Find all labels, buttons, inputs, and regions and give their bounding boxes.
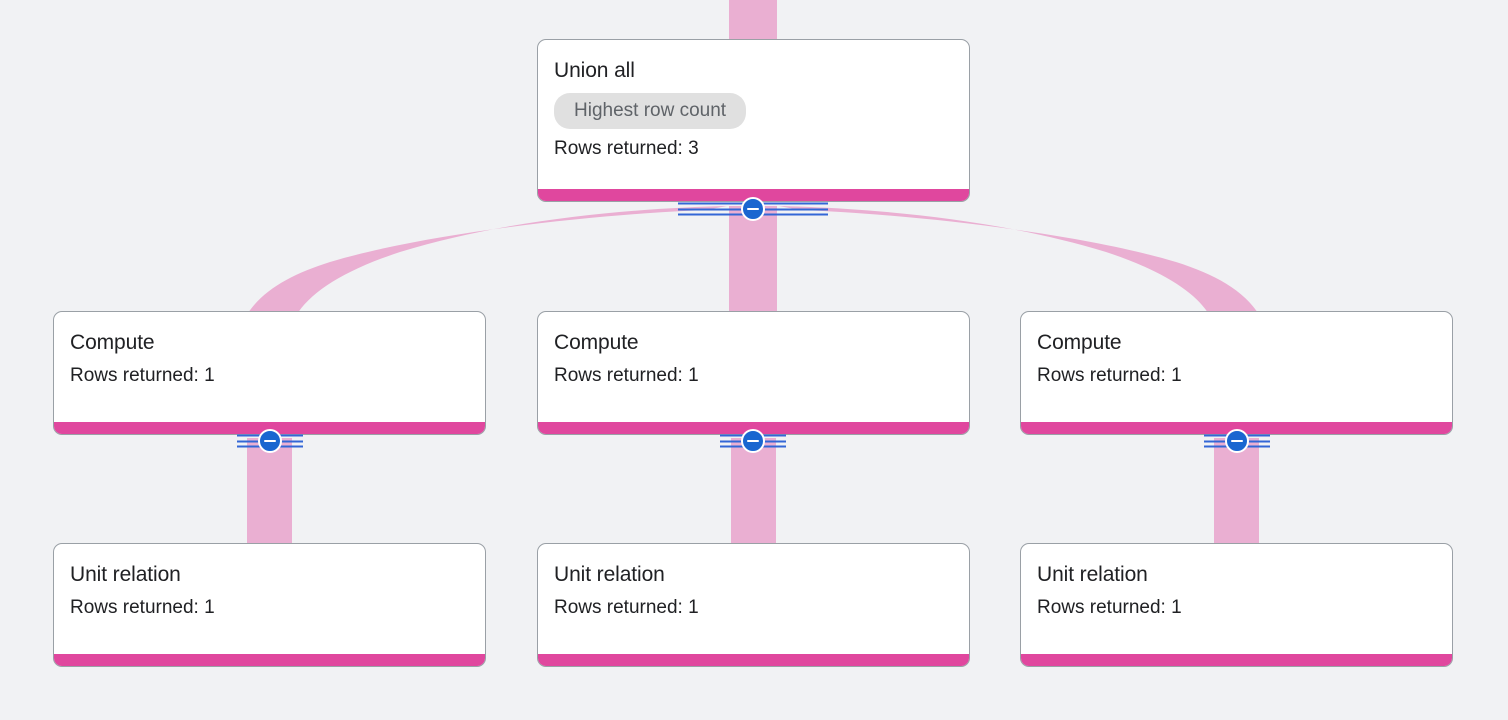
minus-circle-icon[interactable]: [1225, 429, 1249, 453]
edge-compute-center-to-unit-relation-center: [731, 438, 776, 550]
node-title: Compute: [70, 331, 155, 354]
collapse-toggle-compute-right[interactable]: [1204, 428, 1270, 454]
node-accent-bar: [1021, 654, 1452, 666]
minus-circle-icon[interactable]: [741, 429, 765, 453]
node-title: Unit relation: [70, 563, 181, 586]
node-unit-relation-left[interactable]: Unit relation Rows returned: 1: [53, 543, 486, 667]
node-accent-bar: [538, 422, 969, 434]
node-union-all[interactable]: Union all Highest row count Rows returne…: [537, 39, 970, 202]
edge-union-all-to-compute-center: [729, 206, 777, 318]
edge-union-all-to-compute-right: [779, 206, 1260, 316]
node-body: Compute Rows returned: 1: [54, 312, 485, 422]
node-title: Compute: [1037, 331, 1122, 354]
status-badge: Highest row count: [554, 93, 747, 129]
node-rows-returned: Rows returned: 3: [554, 138, 699, 159]
node-title: Unit relation: [1037, 563, 1148, 586]
node-title: Union all: [554, 59, 635, 82]
node-title: Compute: [554, 331, 639, 354]
edge-union-all-to-compute-left: [246, 206, 727, 316]
edge-compute-right-to-unit-relation-right: [1214, 438, 1259, 550]
node-body: Unit relation Rows returned: 1: [538, 544, 969, 654]
node-title: Unit relation: [554, 563, 665, 586]
node-rows-returned: Rows returned: 1: [554, 597, 699, 618]
node-rows-returned: Rows returned: 1: [1037, 597, 1182, 618]
node-compute-right[interactable]: Compute Rows returned: 1: [1020, 311, 1453, 435]
node-body: Unit relation Rows returned: 1: [1021, 544, 1452, 654]
minus-circle-icon[interactable]: [741, 197, 765, 221]
node-body: Compute Rows returned: 1: [538, 312, 969, 422]
node-unit-relation-right[interactable]: Unit relation Rows returned: 1: [1020, 543, 1453, 667]
minus-circle-icon[interactable]: [258, 429, 282, 453]
collapse-toggle-union-all[interactable]: [678, 196, 828, 222]
edge-incoming-union-all: [729, 0, 777, 40]
node-rows-returned: Rows returned: 1: [70, 365, 215, 386]
node-accent-bar: [54, 654, 485, 666]
node-accent-bar: [1021, 422, 1452, 434]
node-accent-bar: [538, 189, 969, 201]
node-unit-relation-center[interactable]: Unit relation Rows returned: 1: [537, 543, 970, 667]
node-body: Compute Rows returned: 1: [1021, 312, 1452, 422]
node-rows-returned: Rows returned: 1: [1037, 365, 1182, 386]
node-rows-returned: Rows returned: 1: [70, 597, 215, 618]
node-accent-bar: [538, 654, 969, 666]
node-compute-center[interactable]: Compute Rows returned: 1: [537, 311, 970, 435]
edge-compute-left-to-unit-relation-left: [247, 438, 292, 550]
node-rows-returned: Rows returned: 1: [554, 365, 699, 386]
collapse-toggle-compute-left[interactable]: [237, 428, 303, 454]
node-body: Unit relation Rows returned: 1: [54, 544, 485, 654]
node-body: Union all Highest row count Rows returne…: [538, 40, 969, 189]
node-compute-left[interactable]: Compute Rows returned: 1: [53, 311, 486, 435]
collapse-toggle-compute-center[interactable]: [720, 428, 786, 454]
node-accent-bar: [54, 422, 485, 434]
